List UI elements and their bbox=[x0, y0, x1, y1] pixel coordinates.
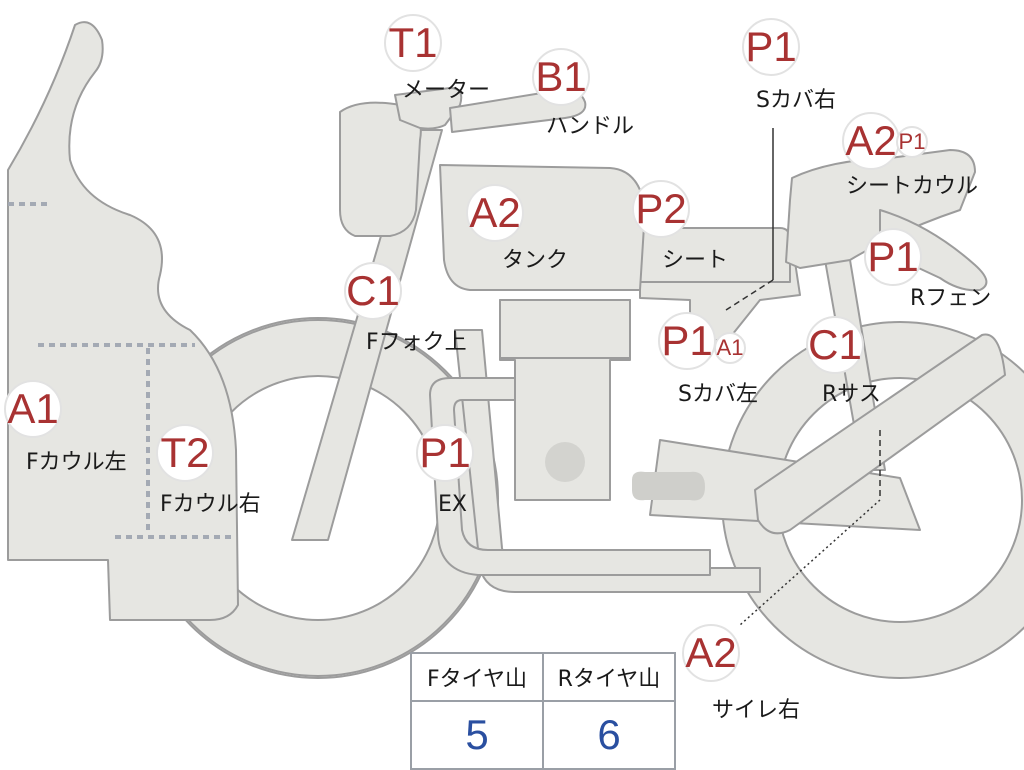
rear-fender-grade-badge: P1 bbox=[864, 228, 922, 286]
front-tire-tread-value: 5 bbox=[410, 700, 544, 770]
front-cowl-left-grade-badge: A1 bbox=[4, 380, 62, 438]
handle-label: ハンドル bbox=[546, 114, 635, 139]
seat-label: シート bbox=[662, 248, 729, 273]
seat-cowl-extra-grade-badge: P1 bbox=[896, 126, 928, 158]
rear-fender-shape bbox=[879, 209, 988, 292]
front-cowl-right-label: Fカウル右 bbox=[160, 492, 261, 517]
engine-cover bbox=[545, 442, 585, 482]
meter-label: メーター bbox=[402, 78, 491, 103]
front-fairing bbox=[7, 21, 239, 621]
tank-label: タンク bbox=[502, 248, 569, 273]
seat-cover-left-extra-grade-badge: A1 bbox=[714, 332, 746, 364]
meter-shape bbox=[394, 87, 463, 130]
handle-grade-badge: B1 bbox=[532, 48, 590, 106]
seat-cover-right-label: Sカバ右 bbox=[756, 88, 836, 113]
exhaust-label: EX bbox=[438, 492, 467, 517]
seat-cowl-label: シートカウル bbox=[846, 174, 979, 199]
rear-fender-label: Rフェン bbox=[910, 286, 992, 311]
footpeg bbox=[632, 471, 705, 501]
headlight bbox=[339, 101, 422, 237]
meter-grade-badge: T1 bbox=[384, 14, 442, 72]
rear-tire-tread-header: Rタイヤ山 bbox=[542, 652, 676, 702]
silencer-right-grade-badge: A2 bbox=[682, 624, 740, 682]
fork-upper-grade-badge: C1 bbox=[344, 262, 402, 320]
front-cowl-left-label: Fカウル左 bbox=[26, 450, 127, 475]
seat-grade-badge: P2 bbox=[632, 180, 690, 238]
front-tire-tread-header: Fタイヤ山 bbox=[410, 652, 544, 702]
exhaust-pipe bbox=[429, 377, 711, 576]
seat-cover-right-grade-badge: P1 bbox=[742, 18, 800, 76]
tire-tread-table: Fタイヤ山 Rタイヤ山 5 6 bbox=[410, 652, 676, 770]
front-cowl-right-grade-badge: T2 bbox=[156, 424, 214, 482]
fork-upper-label: Fフォク上 bbox=[366, 330, 467, 355]
tank-grade-badge: A2 bbox=[466, 184, 524, 242]
cylinder-head bbox=[499, 299, 631, 359]
exhaust-grade-badge: P1 bbox=[416, 424, 474, 482]
rear-tire-tread-value: 6 bbox=[542, 700, 676, 770]
seat-cowl-grade-badge: A2 bbox=[842, 112, 900, 170]
silencer-right-label: サイレ右 bbox=[712, 698, 801, 723]
rear-suspension-label: Rサス bbox=[822, 382, 881, 407]
seat-cover-left-label: Sカバ左 bbox=[678, 382, 758, 407]
rear-suspension-grade-badge: C1 bbox=[806, 316, 864, 374]
front-fork bbox=[291, 129, 443, 541]
seat-cover-left-grade-badge: P1 bbox=[658, 312, 716, 370]
